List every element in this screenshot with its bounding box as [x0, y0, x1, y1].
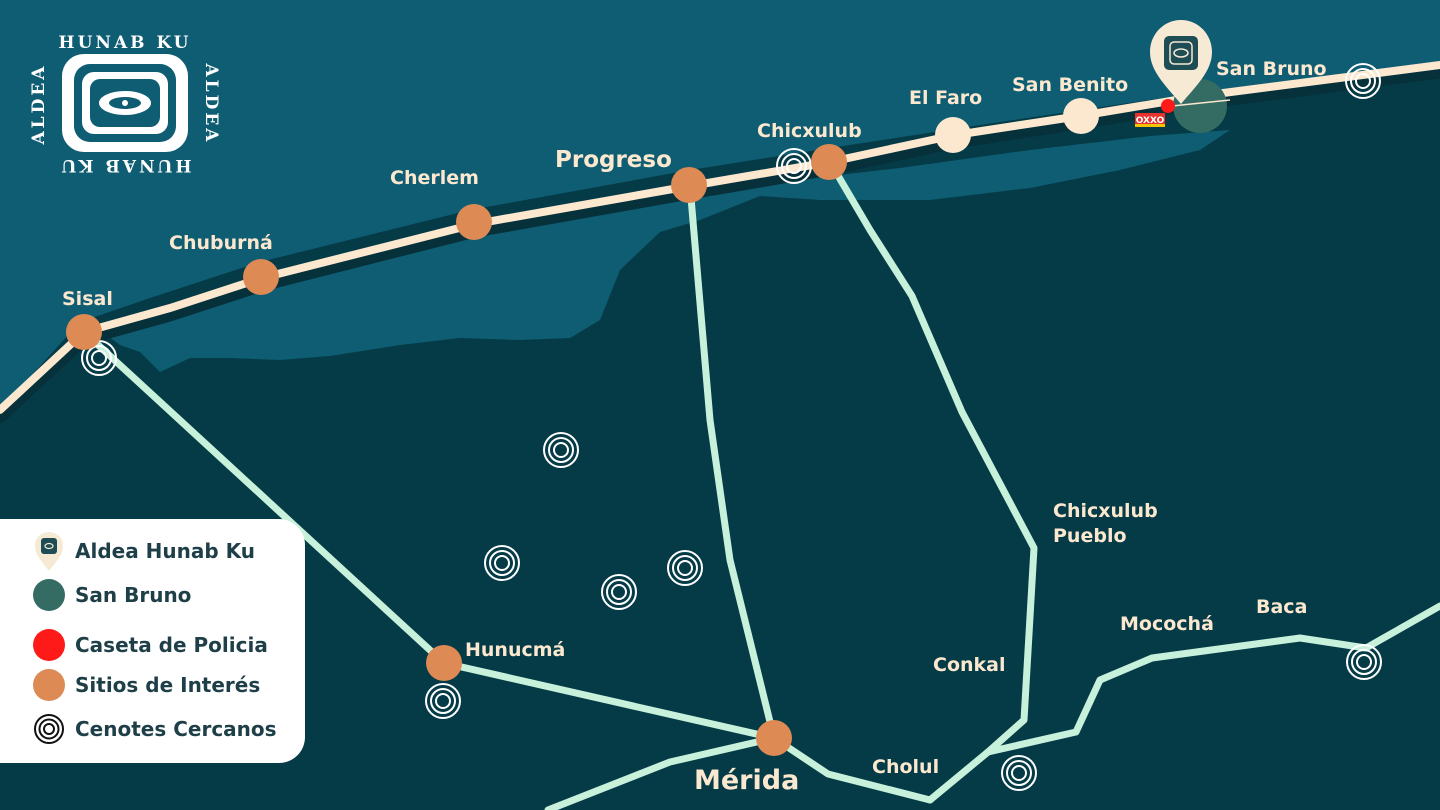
road-chicxulub-conkal [826, 158, 1038, 804]
road-progreso-merida [686, 182, 778, 742]
label-sisal: Sisal [62, 288, 113, 310]
label-mococha: Mocochá [1120, 613, 1214, 635]
aldea-pin-icon [1150, 20, 1212, 104]
site-chicxulub [811, 144, 847, 180]
svg-text:HUNAB KU: HUNAB KU [59, 33, 192, 53]
cenote-marker [1346, 644, 1382, 680]
aldea-hunab-ku-logo: HUNAB KU HUNAB KU ALDEA ALDEA [29, 33, 221, 175]
label-baca: Baca [1256, 596, 1307, 618]
legend-label: San Bruno [75, 583, 192, 607]
road-merida-cholul [770, 734, 934, 804]
legend-item-cenotes: Cenotes Cercanos [33, 707, 305, 751]
orange-circle-icon [33, 669, 65, 701]
legend-item-aldea: Aldea Hunab Ku [33, 529, 305, 573]
label-san-benito: San Benito [1012, 74, 1128, 96]
site-chuburna [243, 259, 279, 295]
aldea-pin-icon [35, 532, 63, 571]
cenotes [81, 63, 1382, 791]
label-el-faro: El Faro [909, 87, 982, 109]
town-san-benito [1063, 98, 1099, 134]
cenote-marker [776, 148, 812, 184]
site-merida [756, 720, 792, 756]
oxxo-badge: OXXO [1135, 113, 1165, 127]
cenote-marker [601, 574, 637, 610]
cenote-rings-icon [34, 714, 64, 744]
legend: Aldea Hunab Ku San Bruno Caseta de Polic… [0, 519, 305, 763]
road-cholul-baca [984, 602, 1440, 756]
cenote-marker [484, 545, 520, 581]
legend-item-san-bruno: San Bruno [33, 573, 305, 617]
label-conkal: Conkal [933, 654, 1006, 676]
svg-text:ALDEA: ALDEA [29, 63, 49, 145]
cenote-marker [543, 432, 579, 468]
label-cholul: Cholul [872, 756, 939, 778]
cenote-marker [1345, 63, 1381, 99]
label-chicxulub: Chicxulub [757, 120, 862, 142]
legend-label: Cenotes Cercanos [75, 717, 277, 741]
site-sisal [66, 314, 102, 350]
site-cherlem [456, 204, 492, 240]
town-el-faro [935, 117, 971, 153]
cenote-marker [1001, 755, 1037, 791]
police-marker [1161, 99, 1175, 113]
legend-label: Caseta de Policia [75, 633, 268, 657]
cenote-marker [667, 550, 703, 586]
legend-label: Aldea Hunab Ku [75, 539, 256, 563]
label-cherlem: Cherlem [390, 167, 479, 189]
site-progreso [671, 167, 707, 203]
green-circle-icon [33, 579, 65, 611]
road-merida-south [544, 734, 778, 810]
label-chicxulub-pueblo-1: Chicxulub [1053, 500, 1158, 522]
label-merida: Mérida [694, 765, 799, 796]
cenote-marker [425, 683, 461, 719]
red-circle-icon [33, 629, 65, 661]
lagoon [100, 130, 1230, 372]
svg-text:ALDEA: ALDEA [201, 62, 221, 144]
svg-text:OXXO: OXXO [1136, 116, 1165, 126]
label-progreso: Progreso [555, 147, 672, 173]
site-hunucma [426, 645, 462, 681]
legend-item-sites: Sitios de Interés [33, 663, 305, 707]
label-san-bruno: San Bruno [1216, 58, 1327, 80]
legend-item-police: Caseta de Policia [33, 623, 305, 667]
svg-text:HUNAB KU: HUNAB KU [59, 155, 192, 175]
label-chicxulub-pueblo-2: Pueblo [1053, 525, 1127, 547]
sites-of-interest [66, 144, 847, 756]
label-chuburna: Chuburná [169, 232, 273, 254]
label-hunucma: Hunucmá [465, 639, 565, 661]
legend-label: Sitios de Interés [75, 673, 261, 697]
